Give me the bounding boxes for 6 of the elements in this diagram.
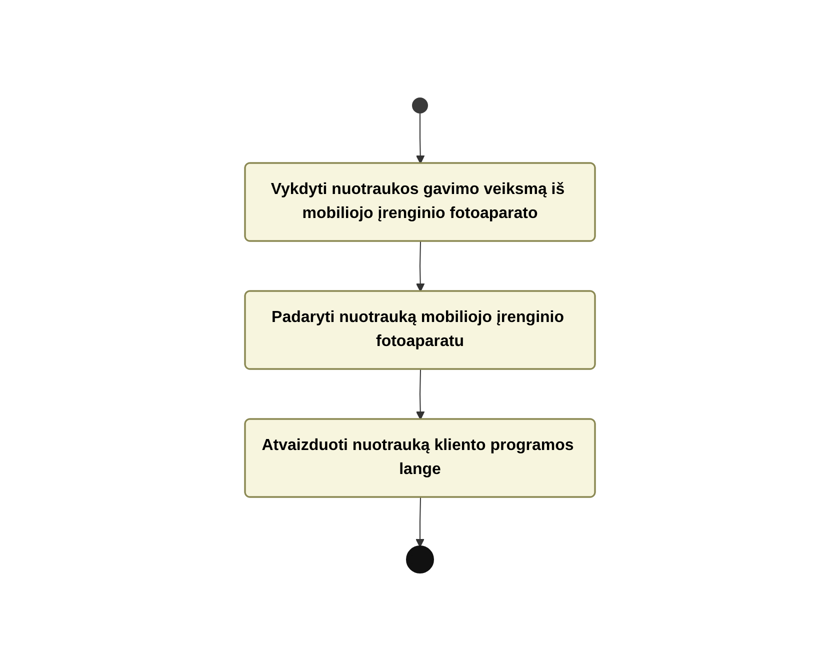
node-circle: [412, 97, 428, 113]
arrow: [416, 240, 425, 292]
node-circle: [406, 545, 434, 573]
arrow: [416, 368, 425, 420]
arrow: [416, 112, 425, 164]
arrow: [416, 496, 424, 547]
